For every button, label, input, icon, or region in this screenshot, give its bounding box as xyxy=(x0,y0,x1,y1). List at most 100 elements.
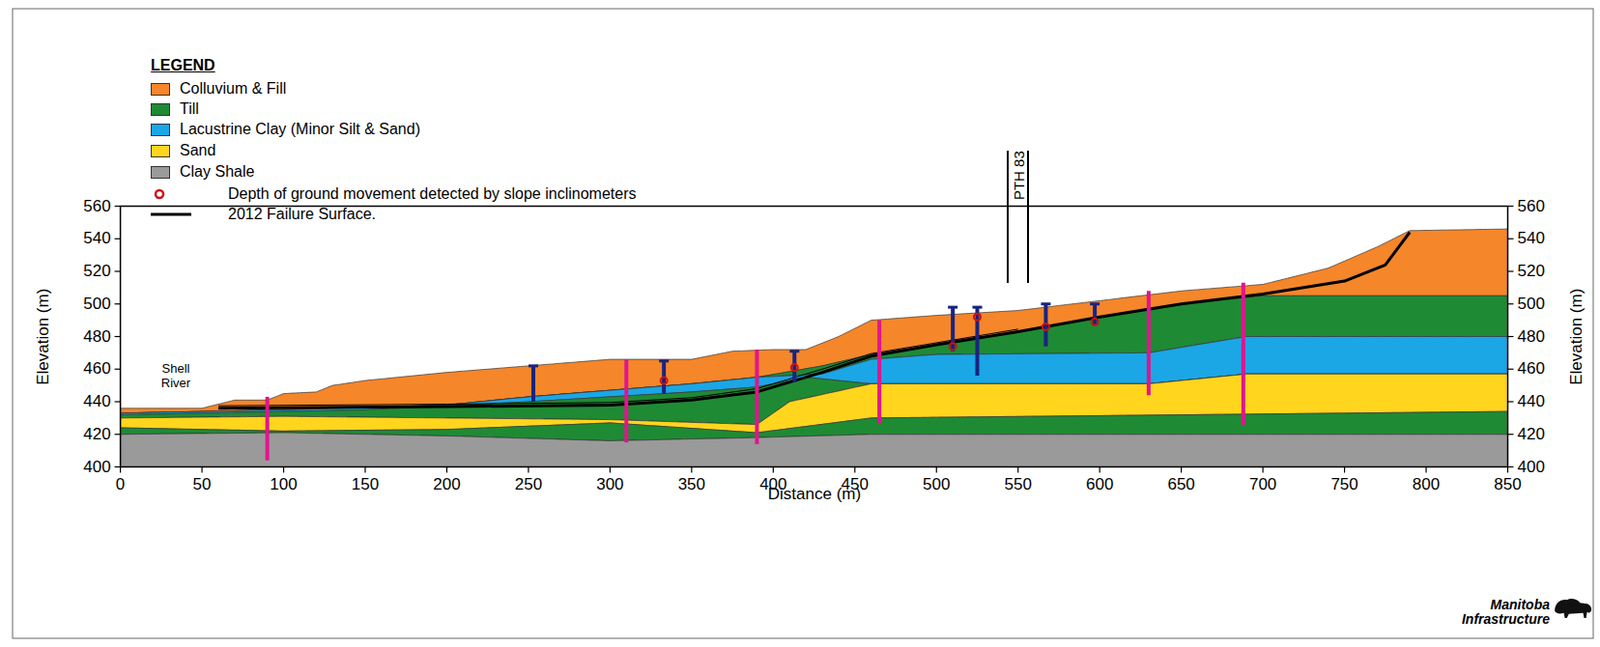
tick-label: 250 xyxy=(514,475,543,495)
tick-label: 440 xyxy=(1517,392,1545,412)
legend-text: Depth of ground movement detected by slo… xyxy=(228,185,636,203)
tick xyxy=(609,467,611,474)
inclinometer-cap xyxy=(971,306,982,310)
tick-label: 800 xyxy=(1412,475,1440,495)
tick-label: 850 xyxy=(1493,475,1521,495)
logo-text: Manitoba Infrastructure xyxy=(1457,598,1550,627)
tick-label: 540 xyxy=(83,228,111,249)
legend-text: 2012 Failure Surface. xyxy=(228,205,376,224)
inclinometer xyxy=(974,307,979,376)
shale-layer xyxy=(120,432,1509,467)
borehole xyxy=(1146,290,1151,396)
page-frame xyxy=(12,8,1594,639)
tick xyxy=(1508,369,1515,371)
tick xyxy=(446,467,448,474)
plot-frame xyxy=(120,206,1509,468)
tick-label: 450 xyxy=(841,475,869,495)
failure-surface-trace xyxy=(218,329,1019,406)
tick-label: 650 xyxy=(1167,475,1195,495)
tick-label: 150 xyxy=(351,475,379,495)
tick-label: 550 xyxy=(1004,475,1032,495)
failure-surface xyxy=(218,232,1410,409)
tick xyxy=(772,467,774,474)
tick xyxy=(1262,467,1264,474)
tick-label: 500 xyxy=(83,294,111,315)
tick xyxy=(114,238,121,240)
inclinometer-cap xyxy=(658,359,669,363)
tick-label: 460 xyxy=(83,359,111,379)
inclinometer-cap xyxy=(789,349,800,353)
tick-label: 420 xyxy=(83,425,111,445)
legend-marker-sample xyxy=(155,190,164,199)
tick xyxy=(200,467,202,474)
highway-marker xyxy=(1006,150,1009,284)
tick-label: 540 xyxy=(1517,228,1545,249)
legend-swatch xyxy=(150,144,171,158)
tick-label: 750 xyxy=(1330,475,1358,495)
tick-label: 600 xyxy=(1085,475,1114,495)
tick-label: 460 xyxy=(1517,359,1545,379)
tick xyxy=(1425,467,1427,474)
inclinometer xyxy=(531,366,536,402)
inclinometer xyxy=(1092,304,1097,326)
tick xyxy=(114,369,121,371)
tick xyxy=(114,205,121,207)
tick xyxy=(1508,336,1515,338)
movement-marker xyxy=(949,342,957,350)
tick xyxy=(114,303,121,305)
tick xyxy=(1508,270,1515,272)
legend-swatch xyxy=(150,103,171,116)
tick-label: 200 xyxy=(432,475,460,495)
borehole xyxy=(877,320,882,424)
tick-label: 420 xyxy=(1517,425,1545,445)
legend-text: Colluvium & Fill xyxy=(179,80,286,98)
tick xyxy=(114,336,121,338)
inclinometer-cap xyxy=(1040,302,1051,306)
legend-text: Till xyxy=(179,100,200,118)
inclinometer xyxy=(950,307,955,352)
movement-marker xyxy=(1091,318,1099,326)
highway-label: PTH 83 xyxy=(1009,151,1027,201)
inclinometer-cap xyxy=(1089,302,1100,306)
tick-label: 500 xyxy=(1517,294,1545,315)
legend-swatch xyxy=(150,123,171,137)
tick xyxy=(854,467,856,474)
borehole xyxy=(754,349,759,445)
tick xyxy=(114,270,121,272)
tick xyxy=(114,433,121,435)
tick-label: 500 xyxy=(922,475,950,495)
tick-label: 400 xyxy=(759,475,787,495)
river-label: Shell River xyxy=(151,362,200,392)
tick xyxy=(936,467,938,474)
movement-marker xyxy=(791,364,799,372)
inclinometer-cap xyxy=(528,364,539,368)
legend-text: Clay Shale xyxy=(179,163,255,181)
legend-text: Sand xyxy=(179,142,216,160)
tick xyxy=(1507,467,1509,474)
legend-line-sample xyxy=(150,213,192,217)
tick xyxy=(119,467,121,474)
axis-title: Elevation (m) xyxy=(1567,288,1587,386)
tick xyxy=(1017,467,1019,474)
legend-heading: LEGEND xyxy=(150,57,216,75)
highway-marker xyxy=(1027,150,1029,284)
axis-title: Elevation (m) xyxy=(33,288,54,386)
tick-label: 100 xyxy=(269,475,297,495)
tick xyxy=(527,467,529,474)
tick-label: 560 xyxy=(1517,197,1545,217)
tick xyxy=(1099,467,1101,474)
tick xyxy=(1180,467,1182,474)
legend-swatch xyxy=(150,166,171,179)
tick xyxy=(114,400,121,402)
tick-label: 50 xyxy=(193,475,212,495)
tick xyxy=(1508,466,1515,468)
inclinometer xyxy=(1043,304,1048,347)
tick-label: 480 xyxy=(1517,327,1545,347)
tick-label: 440 xyxy=(83,392,111,412)
tick-label: 300 xyxy=(596,475,624,495)
tick-label: 400 xyxy=(83,457,111,478)
inclinometer xyxy=(792,351,797,383)
tick-label: 520 xyxy=(83,261,111,282)
